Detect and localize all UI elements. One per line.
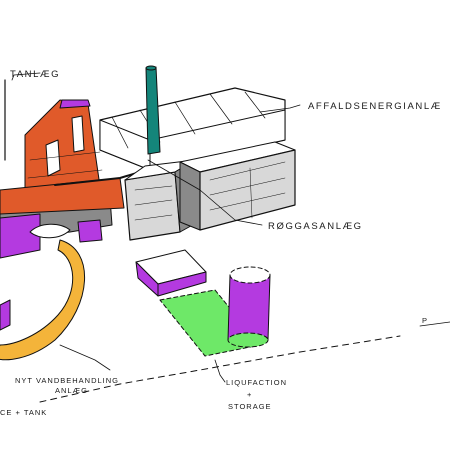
label-right-edge: P xyxy=(422,316,428,325)
yellow-arc xyxy=(0,239,85,361)
purple-box xyxy=(135,249,207,297)
teal-chimney xyxy=(145,66,161,155)
leader-line xyxy=(11,72,41,81)
label-bottom-left: CE + TANK xyxy=(0,408,47,417)
right-edge-stroke xyxy=(419,321,450,327)
site-boundary-line xyxy=(39,335,401,403)
orange-structure xyxy=(0,99,125,215)
label-liquefaction-1: LIQUFACTION xyxy=(226,378,287,387)
left-building xyxy=(0,197,113,331)
label-roggas: RØGGASANLÆG xyxy=(268,221,363,232)
chimney-top xyxy=(145,65,157,71)
leader-line xyxy=(214,359,226,383)
label-top-left: TANLÆG xyxy=(10,69,60,80)
label-liquefaction-2: STORAGE xyxy=(228,402,272,411)
label-affald: AFFALDSENERGIANLÆ xyxy=(308,101,442,112)
purple-tank xyxy=(227,266,271,348)
label-vand-1: NYT VANDBEHANDLING xyxy=(15,376,119,385)
leader-line xyxy=(147,159,263,226)
leader-line xyxy=(259,104,301,113)
leader-line xyxy=(59,344,111,371)
label-vand-2: ANLÆG xyxy=(55,386,88,395)
label-liquefaction-plus: + xyxy=(247,390,252,399)
